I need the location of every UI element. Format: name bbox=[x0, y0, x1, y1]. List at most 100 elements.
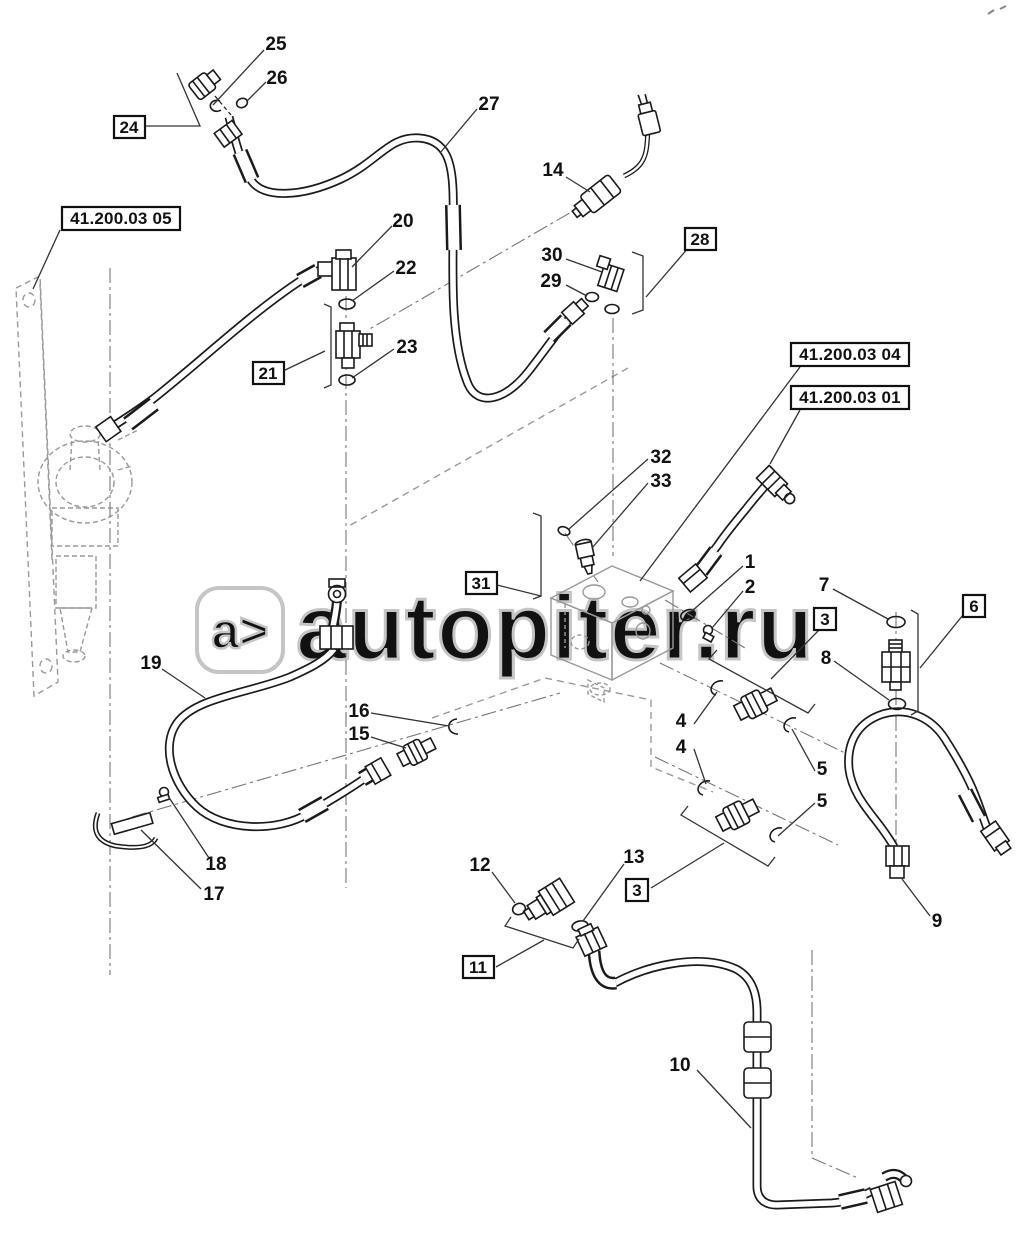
fittings bbox=[92, 5, 1012, 1214]
watermark-site-text: autopiter.ru bbox=[296, 577, 814, 679]
callout-9: 9 bbox=[932, 911, 943, 932]
elbow-11-nut bbox=[574, 922, 608, 958]
callout-18: 18 bbox=[205, 854, 226, 875]
callout-15: 15 bbox=[348, 724, 370, 745]
corner-specks bbox=[987, 5, 1007, 15]
boxed-callout-11: 11 bbox=[461, 954, 496, 980]
callout-33: 33 bbox=[650, 471, 671, 492]
o-ring-7 bbox=[886, 615, 906, 629]
hose-27-top-nut bbox=[213, 119, 244, 149]
coupler-3-lower bbox=[714, 798, 761, 833]
section-ref-boxes: 41.200.03 05 41.200.03 04 41.200.03 01 bbox=[60, 205, 911, 411]
hose-19-end-nut bbox=[364, 756, 392, 786]
coupler-15 bbox=[395, 736, 437, 768]
boxed-callout-31: 31 bbox=[464, 570, 499, 596]
adapter-6 bbox=[881, 639, 911, 691]
callout-17: 17 bbox=[203, 884, 224, 905]
ghost-bracket bbox=[15, 274, 59, 698]
hose-20-end-fitting bbox=[94, 415, 123, 443]
callout-32: 32 bbox=[650, 447, 671, 468]
boxed-callout-21: 21 bbox=[251, 360, 286, 386]
o-ring-1 bbox=[679, 608, 697, 622]
ghost-manifold bbox=[549, 565, 675, 704]
callout-8: 8 bbox=[821, 648, 832, 669]
callout-7: 7 bbox=[819, 575, 830, 596]
clamp-17 bbox=[92, 811, 159, 850]
leader-lines bbox=[32, 49, 964, 1129]
boxed-callout-6: 6 bbox=[961, 593, 987, 619]
callout-20: 20 bbox=[392, 211, 413, 232]
pipe-01-upper-fitting bbox=[755, 464, 796, 505]
callout-13: 13 bbox=[623, 847, 644, 868]
hose-9-right-fitting bbox=[979, 819, 1012, 857]
callout-4b: 4 bbox=[676, 737, 687, 758]
ghost-parts bbox=[15, 274, 714, 793]
callout-12: 12 bbox=[469, 855, 490, 876]
plug-2 bbox=[701, 624, 715, 644]
o-ring-4a bbox=[710, 679, 724, 696]
callout-16: 16 bbox=[348, 701, 369, 722]
ghost-pump bbox=[37, 425, 139, 663]
svg-text:11: 11 bbox=[469, 958, 487, 977]
callout-19: 19 bbox=[140, 653, 161, 674]
hose-27-end-fitting bbox=[560, 297, 590, 326]
watermark: a> autopiter.ru bbox=[195, 576, 815, 681]
centerlines bbox=[109, 199, 897, 1179]
sensor-14 bbox=[571, 174, 622, 219]
hose-10-end-tip bbox=[899, 1174, 913, 1188]
callout-29: 29 bbox=[540, 271, 561, 292]
callout-30: 30 bbox=[541, 245, 562, 266]
ref-box-41-200-03-05: 41.200.03 05 bbox=[60, 205, 182, 232]
watermark-badge-text: a> bbox=[211, 603, 268, 659]
o-ring-5b bbox=[769, 826, 783, 843]
svg-text:28: 28 bbox=[691, 230, 710, 249]
sensor-33 bbox=[574, 538, 595, 575]
plug-12-13 bbox=[522, 877, 576, 921]
o-ring-32 bbox=[557, 525, 571, 537]
fitting-25 bbox=[188, 68, 222, 101]
callout-14: 14 bbox=[542, 160, 564, 181]
callout-10: 10 bbox=[669, 1055, 690, 1076]
callout-1: 1 bbox=[745, 552, 756, 573]
svg-text:3: 3 bbox=[632, 881, 641, 900]
svg-text:41.200.03 05: 41.200.03 05 bbox=[70, 209, 172, 228]
callout-22: 22 bbox=[395, 258, 416, 279]
banjo-19 bbox=[319, 578, 354, 650]
callout-labels: 25 26 27 14 30 29 20 22 23 32 33 1 2 7 8… bbox=[140, 34, 942, 1076]
callout-25: 25 bbox=[265, 34, 287, 55]
watermark-badge-frame bbox=[195, 586, 285, 674]
boxed-callout-3-lower: 3 bbox=[624, 877, 650, 903]
o-ring-29 bbox=[584, 291, 600, 303]
svg-text:41.200.03 04: 41.200.03 04 bbox=[799, 345, 901, 364]
o-ring-5a bbox=[783, 716, 797, 733]
callout-4a: 4 bbox=[676, 711, 687, 732]
o-ring-26 bbox=[235, 97, 249, 109]
elbow-30 bbox=[595, 254, 625, 293]
callout-26: 26 bbox=[266, 68, 287, 89]
sensor-14-connector bbox=[637, 94, 662, 137]
boxed-callout-24: 24 bbox=[112, 114, 147, 140]
o-ring-12 bbox=[511, 902, 527, 916]
elbow-20 bbox=[317, 249, 357, 291]
ref-box-41-200-03-04: 41.200.03 04 bbox=[789, 341, 911, 368]
callout-2: 2 bbox=[745, 577, 756, 598]
boxed-callouts: 24 21 28 31 6 3 3 11 bbox=[112, 114, 987, 980]
callout-5b: 5 bbox=[817, 791, 828, 812]
o-ring-23 bbox=[338, 374, 356, 386]
callout-27: 27 bbox=[478, 94, 499, 115]
ref-box-41-200-03-01: 41.200.03 01 bbox=[789, 384, 911, 411]
hose-9-left-fitting bbox=[885, 845, 910, 879]
ring-16 bbox=[448, 718, 459, 735]
svg-text:24: 24 bbox=[120, 118, 139, 137]
svg-text:31: 31 bbox=[472, 574, 491, 593]
callout-23: 23 bbox=[396, 337, 417, 358]
group-brackets bbox=[323, 251, 919, 949]
boxed-callout-28: 28 bbox=[683, 226, 718, 252]
callout-5a: 5 bbox=[817, 759, 828, 780]
hose-10 bbox=[610, 957, 875, 1210]
o-ring-4b bbox=[697, 779, 711, 796]
svg-text:21: 21 bbox=[259, 364, 278, 383]
tee-fitting-21 bbox=[335, 322, 373, 369]
